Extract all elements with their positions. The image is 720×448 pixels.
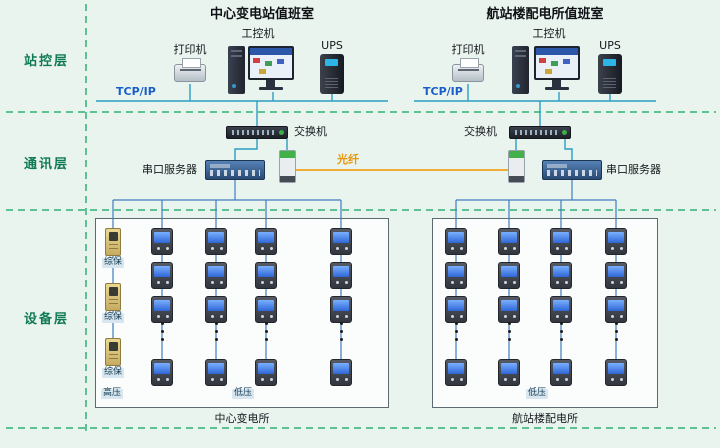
- network-switch-icon: [509, 126, 571, 139]
- power-meter-icon: [330, 262, 352, 289]
- power-meter-icon: [151, 262, 173, 289]
- power-meter-icon: [550, 359, 572, 386]
- power-meter-icon: [205, 296, 227, 323]
- power-meter-icon: [498, 359, 520, 386]
- right-workstation-label: 工控机: [532, 27, 566, 40]
- power-meter-icon: [445, 228, 467, 255]
- fiber-label: 光纤: [337, 153, 359, 166]
- left-room-title: 中心变电站值班室: [209, 7, 315, 22]
- left-hv-label: 高压: [100, 388, 124, 399]
- power-meter-icon: [605, 262, 627, 289]
- ellipsis-more-devices: [454, 322, 458, 325]
- ups-icon: [320, 54, 344, 94]
- power-meter-icon: [605, 359, 627, 386]
- power-meter-icon: [445, 359, 467, 386]
- monitor-icon: [534, 46, 580, 90]
- right-switch-label: 交换机: [464, 125, 497, 138]
- power-meter-icon: [255, 228, 277, 255]
- right-serial-server-label: 串口服务器: [606, 163, 661, 176]
- protection-relay-icon: [105, 283, 121, 311]
- ellipsis-more-devices: [507, 322, 511, 325]
- left-printer-label: 打印机: [173, 43, 207, 56]
- power-meter-icon: [605, 296, 627, 323]
- layer-label-comm: 通讯层: [24, 157, 70, 172]
- ellipsis-more-devices: [214, 322, 218, 325]
- power-meter-icon: [255, 262, 277, 289]
- left-serial-server-label: 串口服务器: [142, 163, 197, 176]
- power-meter-icon: [550, 262, 572, 289]
- left-ups-label: UPS: [321, 39, 343, 52]
- protection-relay-icon: [105, 338, 121, 366]
- network-switch-icon: [226, 126, 288, 139]
- power-meter-icon: [605, 228, 627, 255]
- ethernet-lines: [96, 84, 656, 160]
- left-switch-label: 交换机: [294, 125, 327, 138]
- power-meter-icon: [255, 296, 277, 323]
- power-meter-icon: [445, 262, 467, 289]
- monitor-icon: [248, 46, 294, 90]
- right-printer-label: 打印机: [451, 43, 485, 56]
- ellipsis-more-devices: [614, 322, 618, 325]
- right-tcpip-label: TCP/IP: [423, 85, 463, 98]
- ellipsis-more-devices: [339, 322, 343, 325]
- power-meter-icon: [330, 228, 352, 255]
- serial-field-lines: [112, 180, 617, 372]
- layer-label-device: 设备层: [24, 312, 70, 327]
- power-meter-icon: [151, 228, 173, 255]
- power-meter-icon: [205, 359, 227, 386]
- layer-label-station: 站控层: [24, 54, 70, 69]
- computer-tower-icon: [512, 46, 529, 94]
- power-meter-icon: [498, 296, 520, 323]
- printer-icon: [452, 58, 484, 82]
- power-meter-icon: [330, 296, 352, 323]
- power-meter-icon: [151, 359, 173, 386]
- power-meter-icon: [205, 262, 227, 289]
- fiber-converter-icon: [279, 150, 296, 183]
- power-meter-icon: [550, 228, 572, 255]
- protection-relay-label: 综保: [101, 312, 125, 323]
- left-lv-label: 低压: [231, 388, 255, 399]
- power-meter-icon: [498, 262, 520, 289]
- protection-relay-label: 综保: [101, 257, 125, 268]
- right-lv-label: 低压: [525, 388, 549, 399]
- right-ups-label: UPS: [599, 39, 621, 52]
- right-room-title: 航站楼配电所值班室: [486, 7, 604, 22]
- left-box-caption: 中心变电所: [214, 412, 270, 425]
- protection-relay-label: 综保: [101, 367, 125, 378]
- ellipsis-more-devices: [160, 322, 164, 325]
- printer-icon: [174, 58, 206, 82]
- serial-server-icon: [542, 160, 602, 180]
- power-meter-icon: [330, 359, 352, 386]
- ups-icon: [598, 54, 622, 94]
- power-meter-icon: [498, 228, 520, 255]
- ellipsis-more-devices: [264, 322, 268, 325]
- left-tcpip-label: TCP/IP: [116, 85, 156, 98]
- fiber-converter-icon: [508, 150, 525, 183]
- power-meter-icon: [205, 228, 227, 255]
- power-meter-icon: [151, 296, 173, 323]
- left-workstation-label: 工控机: [241, 27, 275, 40]
- right-box-caption: 航站楼配电所: [512, 412, 578, 425]
- computer-tower-icon: [228, 46, 245, 94]
- ellipsis-more-devices: [559, 322, 563, 325]
- layer-divider-lines: [6, 4, 716, 432]
- power-meter-icon: [550, 296, 572, 323]
- power-meter-icon: [445, 296, 467, 323]
- power-meter-icon: [255, 359, 277, 386]
- serial-server-icon: [205, 160, 265, 180]
- protection-relay-icon: [105, 228, 121, 256]
